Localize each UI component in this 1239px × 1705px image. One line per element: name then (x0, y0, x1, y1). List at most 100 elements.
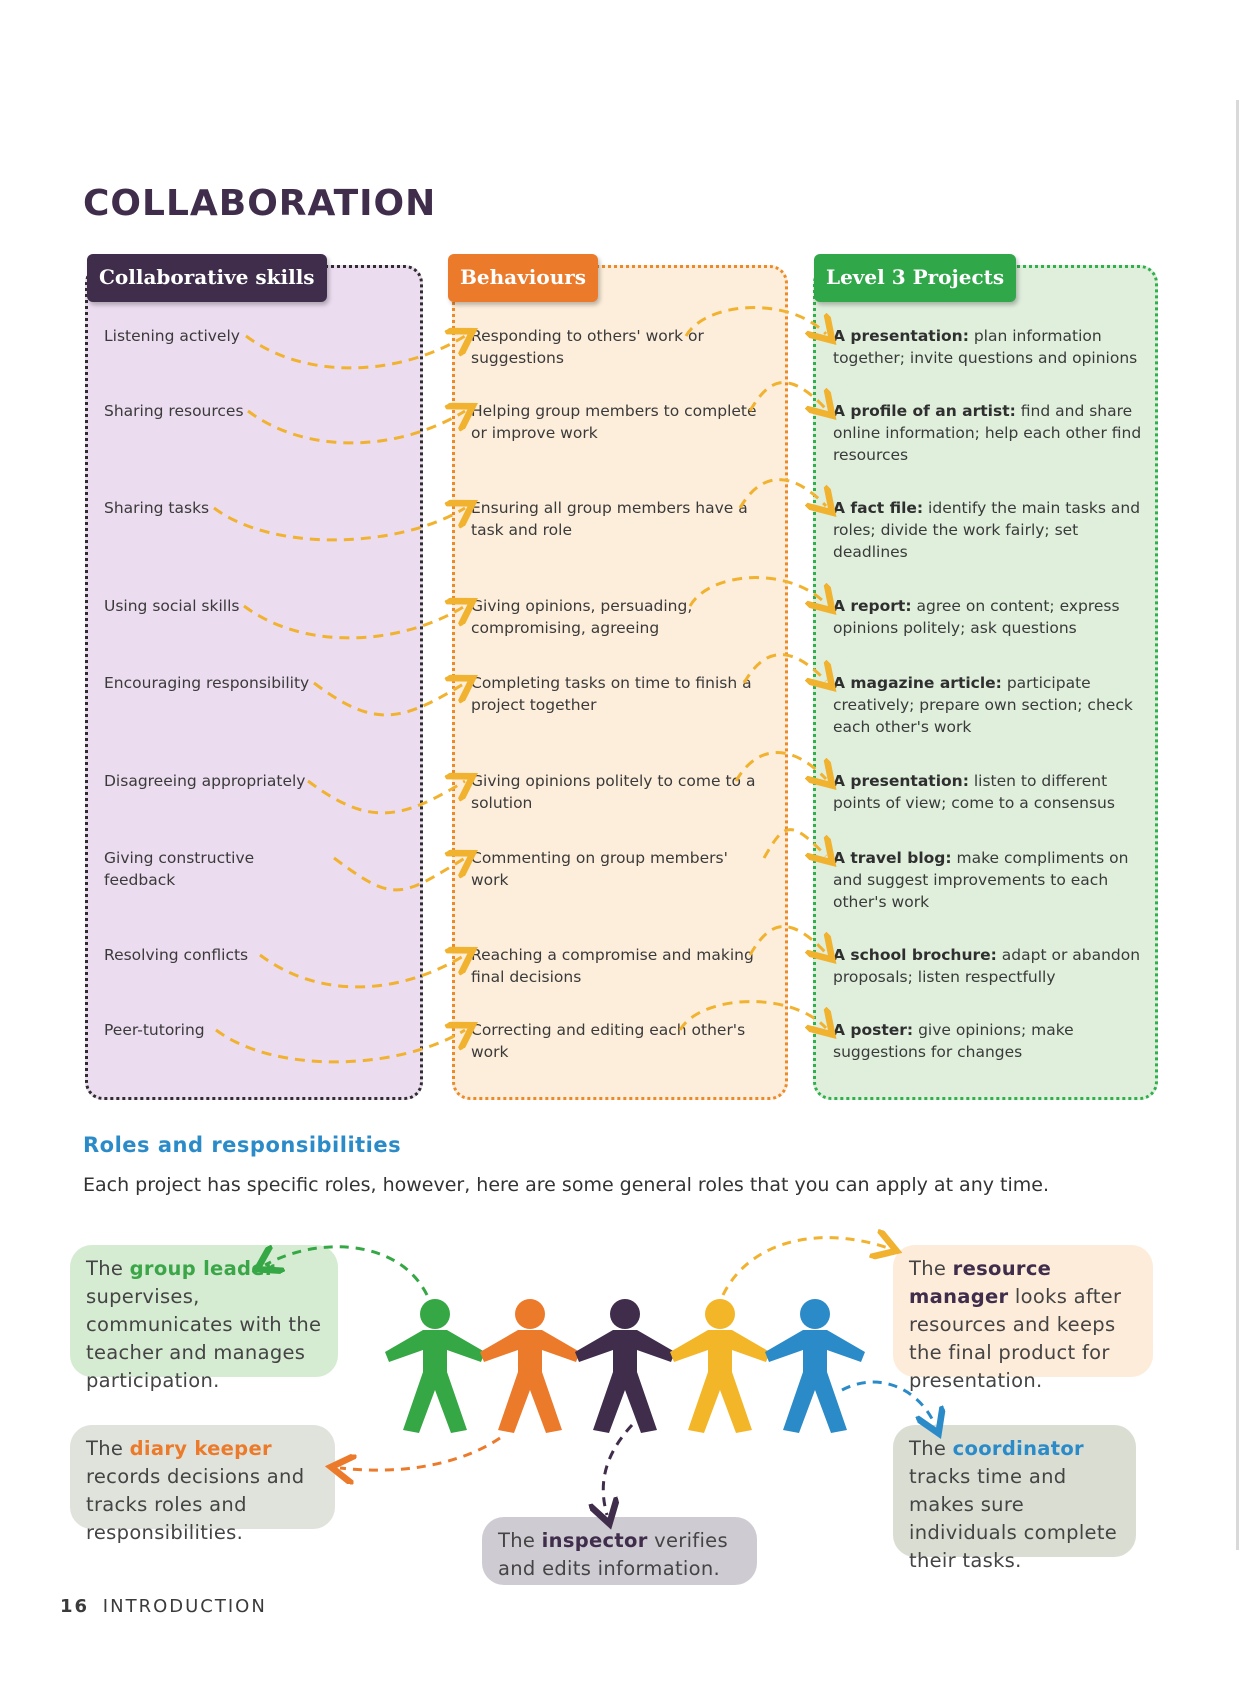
project-description: give opinions; make suggestions for chan… (833, 1021, 1074, 1061)
arrow-to-diary-keeper (340, 1436, 501, 1470)
skill-item: Peer-tutoring (104, 1021, 205, 1039)
roles-intro: Each project has specific roles, however… (83, 1174, 1049, 1196)
roles-title: Roles and responsibilities (83, 1133, 402, 1157)
role-diary-keeper: The diary keeper records decisions and t… (70, 1425, 335, 1544)
behaviour-item: Giving opinions politely to come to a so… (471, 772, 756, 812)
project-title: A school brochure: (833, 946, 997, 964)
projects-header: Level 3 Projects (814, 254, 1017, 302)
page-footer: 16 INTRODUCTION (60, 1596, 267, 1617)
project-item: A profile of an artist: find and share o… (833, 400, 1143, 466)
section-name: INTRODUCTION (102, 1596, 267, 1617)
role-name: inspector (541, 1529, 648, 1552)
project-description: find and share online information; help … (833, 402, 1142, 464)
role-description: looks after resources and keeps the fina… (909, 1285, 1122, 1392)
role-prefix: The (86, 1437, 124, 1460)
role-prefix: The (909, 1437, 947, 1460)
skills-header: Collaborative skills (87, 254, 327, 302)
skill-item: Encouraging responsibility (104, 674, 310, 692)
role-description: verifies and edits information. (498, 1529, 728, 1580)
role-coordinator: The coordinator tracks time and makes su… (893, 1425, 1136, 1572)
project-description: adapt or abandon proposals; listen respe… (833, 946, 1141, 986)
role-name: group leader (129, 1257, 275, 1280)
role-group-leader: The group leader supervises, communicate… (70, 1245, 338, 1392)
project-description: agree on content; express opinions polit… (833, 597, 1120, 637)
project-title: A report: (833, 597, 912, 615)
skill-item: Resolving conflicts (104, 946, 249, 964)
skill-item: Listening actively (104, 327, 240, 345)
role-description: records decisions and tracks roles and r… (86, 1465, 305, 1544)
role-resource-manager: The resource manager looks after resourc… (893, 1245, 1153, 1392)
project-description: listen to different points of view; come… (833, 772, 1115, 812)
project-item: A fact file: identify the main tasks and… (833, 497, 1143, 563)
purple-person-figure (575, 1299, 675, 1433)
project-description: plan information together; invite questi… (833, 327, 1138, 367)
role-name: resource manager (909, 1257, 1052, 1308)
skill-item: Sharing resources (104, 402, 244, 420)
blue-person-figure (765, 1299, 865, 1433)
behaviour-to-project-arrow (742, 653, 826, 683)
skill-item: Giving constructive feedback (104, 849, 255, 889)
skills-column (85, 265, 423, 1100)
behaviour-item: Responding to others' work or suggestion… (471, 327, 704, 367)
project-item: A presentation: plan information togethe… (833, 325, 1143, 369)
arrow-to-coordinator (841, 1380, 935, 1425)
project-title: A fact file: (833, 499, 924, 517)
behaviour-to-project-arrow (684, 306, 826, 336)
project-description: participate creatively; prepare own sect… (833, 674, 1133, 736)
role-description: supervises, communicates with the teache… (86, 1285, 322, 1392)
behaviour-item: Completing tasks on time to finish a pro… (471, 674, 752, 714)
green-person-figure (385, 1299, 485, 1433)
arrow-to-group-leader (265, 1247, 429, 1296)
project-title: A travel blog: (833, 849, 952, 867)
behaviours-header: Behaviours (448, 254, 599, 302)
skill-item: Using social skills (104, 597, 240, 615)
behaviour-to-project-arrow (734, 751, 826, 781)
role-name: diary keeper (129, 1437, 272, 1460)
behaviour-item: Commenting on group members' work (471, 849, 728, 889)
behaviour-to-project-arrow (688, 576, 826, 606)
arrow-to-resource-manager (721, 1238, 888, 1296)
skill-item: Sharing tasks (104, 499, 210, 517)
page-edge-line (1236, 100, 1239, 1550)
behaviour-item: Correcting and editing each other's work (471, 1021, 746, 1061)
project-description: identify the main tasks and roles; divid… (833, 499, 1141, 561)
role-prefix: The (498, 1529, 536, 1552)
skill-to-behaviour-arrow (243, 606, 465, 640)
project-item: A travel blog: make compliments on and s… (833, 847, 1143, 913)
project-title: A profile of an artist: (833, 402, 1016, 420)
skill-item: Disagreeing appropriately (104, 772, 306, 790)
behaviour-item: Reaching a compromise and making final d… (471, 946, 754, 986)
skill-to-behaviour-arrow (307, 781, 465, 815)
project-description: make compliments on and suggest improvem… (833, 849, 1129, 911)
project-title: A presentation: (833, 327, 969, 345)
project-title: A presentation: (833, 772, 969, 790)
behaviour-item: Helping group members to complete or imp… (471, 402, 757, 442)
role-prefix: The (909, 1257, 947, 1280)
behaviour-item: Giving opinions, persuading, compromisin… (471, 597, 693, 637)
role-description: tracks time and makes sure individuals c… (909, 1465, 1118, 1572)
behaviour-to-project-arrow (738, 478, 826, 508)
paper-people-illustration (385, 1299, 865, 1433)
behaviour-to-project-arrow (762, 828, 826, 858)
orange-person-figure (480, 1299, 580, 1433)
role-name: coordinator (952, 1437, 1084, 1460)
skill-to-behaviour-arrow (333, 858, 465, 892)
skill-to-behaviour-arrow (313, 683, 465, 717)
arrow-to-inspector (603, 1423, 634, 1515)
behaviour-to-project-arrow (678, 1000, 826, 1030)
behaviour-item: Ensuring all group members have a task a… (471, 499, 748, 539)
project-title: A poster: (833, 1021, 914, 1039)
role-prefix: The (86, 1257, 124, 1280)
project-item: A presentation: listen to different poin… (833, 770, 1143, 814)
skill-to-behaviour-arrow (259, 955, 465, 989)
yellow-person-figure (670, 1299, 770, 1433)
project-item: A poster: give opinions; make suggestion… (833, 1019, 1143, 1063)
skill-to-behaviour-arrow (215, 1030, 465, 1064)
project-title: A magazine article: (833, 674, 1002, 692)
behaviours-column (452, 265, 788, 1100)
projects-column (813, 265, 1158, 1100)
page-title: COLLABORATION (83, 183, 437, 224)
page-number: 16 (60, 1596, 90, 1617)
